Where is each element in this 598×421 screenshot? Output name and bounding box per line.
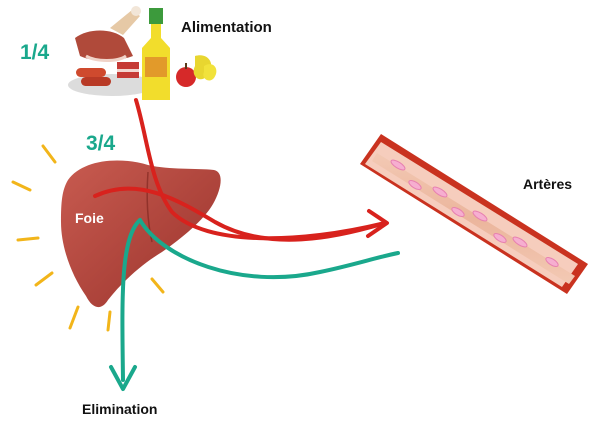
- liver-fraction-label: 3/4: [86, 132, 115, 156]
- food-fraction-label: 1/4: [20, 41, 49, 65]
- elimination-label: Elimination: [82, 401, 157, 417]
- liver-label: Foie: [75, 210, 104, 226]
- artery-label: Artères: [523, 176, 572, 192]
- liver-icon: [61, 160, 221, 307]
- food-label: Alimentation: [181, 19, 272, 36]
- artery-icon: [360, 134, 588, 294]
